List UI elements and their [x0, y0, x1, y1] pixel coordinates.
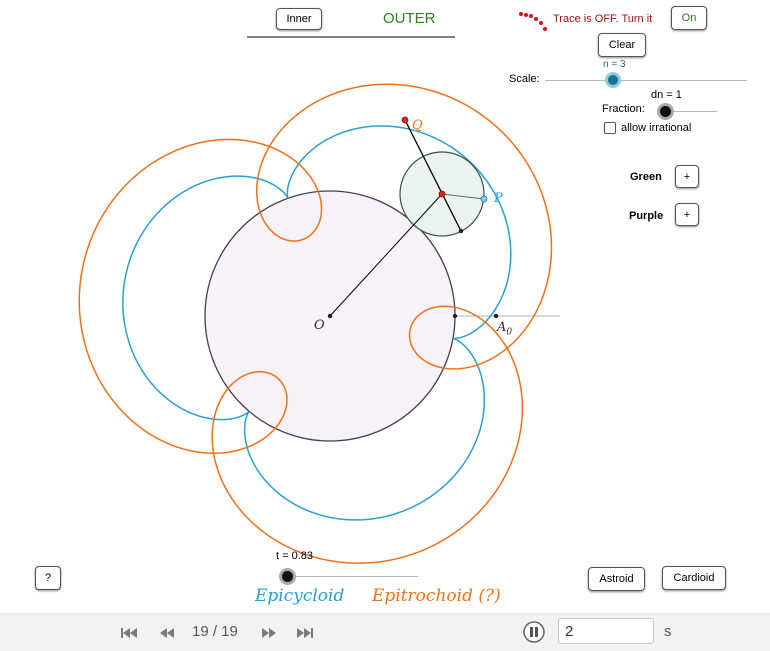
clear-button[interactable]: Clear [598, 33, 646, 57]
epicycloid-label: Epicycloid [255, 586, 345, 606]
skip-to-end-icon[interactable] [296, 627, 314, 639]
outer-mode-label: OUTER [383, 10, 436, 27]
pause-icon[interactable] [523, 621, 545, 643]
label-q: Q [412, 118, 423, 133]
t-slider-track[interactable] [280, 576, 418, 577]
point-tangent [458, 228, 464, 234]
t-slider-knob[interactable] [279, 568, 296, 585]
arm-segment-p [441, 193, 485, 200]
point-q[interactable] [401, 116, 409, 124]
point-a0[interactable] [493, 313, 499, 319]
scale-value: n = 3 [603, 59, 626, 70]
speed-unit: s [664, 623, 672, 640]
trace-on-button[interactable]: On [671, 6, 707, 30]
scale-slider-track[interactable] [545, 80, 747, 81]
scale-slider-knob[interactable] [605, 72, 621, 88]
t-value: t = 0.83 [276, 550, 314, 562]
trace-dots-icon [519, 12, 547, 31]
allow-irrational-checkbox[interactable] [604, 122, 616, 134]
epicycloid-curve [122, 125, 512, 521]
fraction-label: Fraction: [602, 103, 645, 115]
green-label: Green [630, 171, 662, 183]
point-o[interactable] [327, 313, 333, 319]
purple-label: Purple [629, 210, 664, 222]
playback-bar: 19 / 19 s [0, 613, 770, 651]
frame-counter: 19 / 19 [192, 623, 238, 640]
green-plus-button[interactable]: + [675, 165, 699, 188]
dn-value: dn = 1 [651, 89, 682, 101]
epitrochoid-curve [78, 83, 553, 564]
epitrochoid-label: Epitrochoid (?) [372, 586, 501, 606]
speed-input[interactable] [558, 618, 654, 644]
point-center[interactable] [438, 190, 446, 198]
center-segment [329, 193, 443, 317]
label-a0: A0 [497, 320, 513, 338]
arm-segment-q [404, 119, 462, 232]
trace-status-text: Trace is OFF. Turn it [553, 13, 653, 25]
step-forward-icon[interactable] [260, 627, 278, 639]
allow-irrational-label: allow irrational [621, 122, 692, 134]
cardioid-button[interactable]: Cardioid [662, 566, 726, 590]
fraction-slider-knob[interactable] [657, 103, 674, 120]
skip-to-start-icon[interactable] [120, 627, 138, 639]
astroid-button[interactable]: Astroid [588, 567, 645, 591]
step-back-icon[interactable] [158, 627, 176, 639]
point-p[interactable] [480, 195, 488, 203]
help-button[interactable]: ? [35, 566, 61, 590]
label-p: P [494, 191, 503, 206]
fraction-slider-track[interactable] [665, 111, 717, 112]
inner-button[interactable]: Inner [276, 8, 322, 30]
label-o: O [314, 318, 325, 333]
point-contact [452, 313, 458, 319]
scale-label: Scale: [509, 73, 540, 85]
purple-plus-button[interactable]: + [675, 203, 699, 226]
